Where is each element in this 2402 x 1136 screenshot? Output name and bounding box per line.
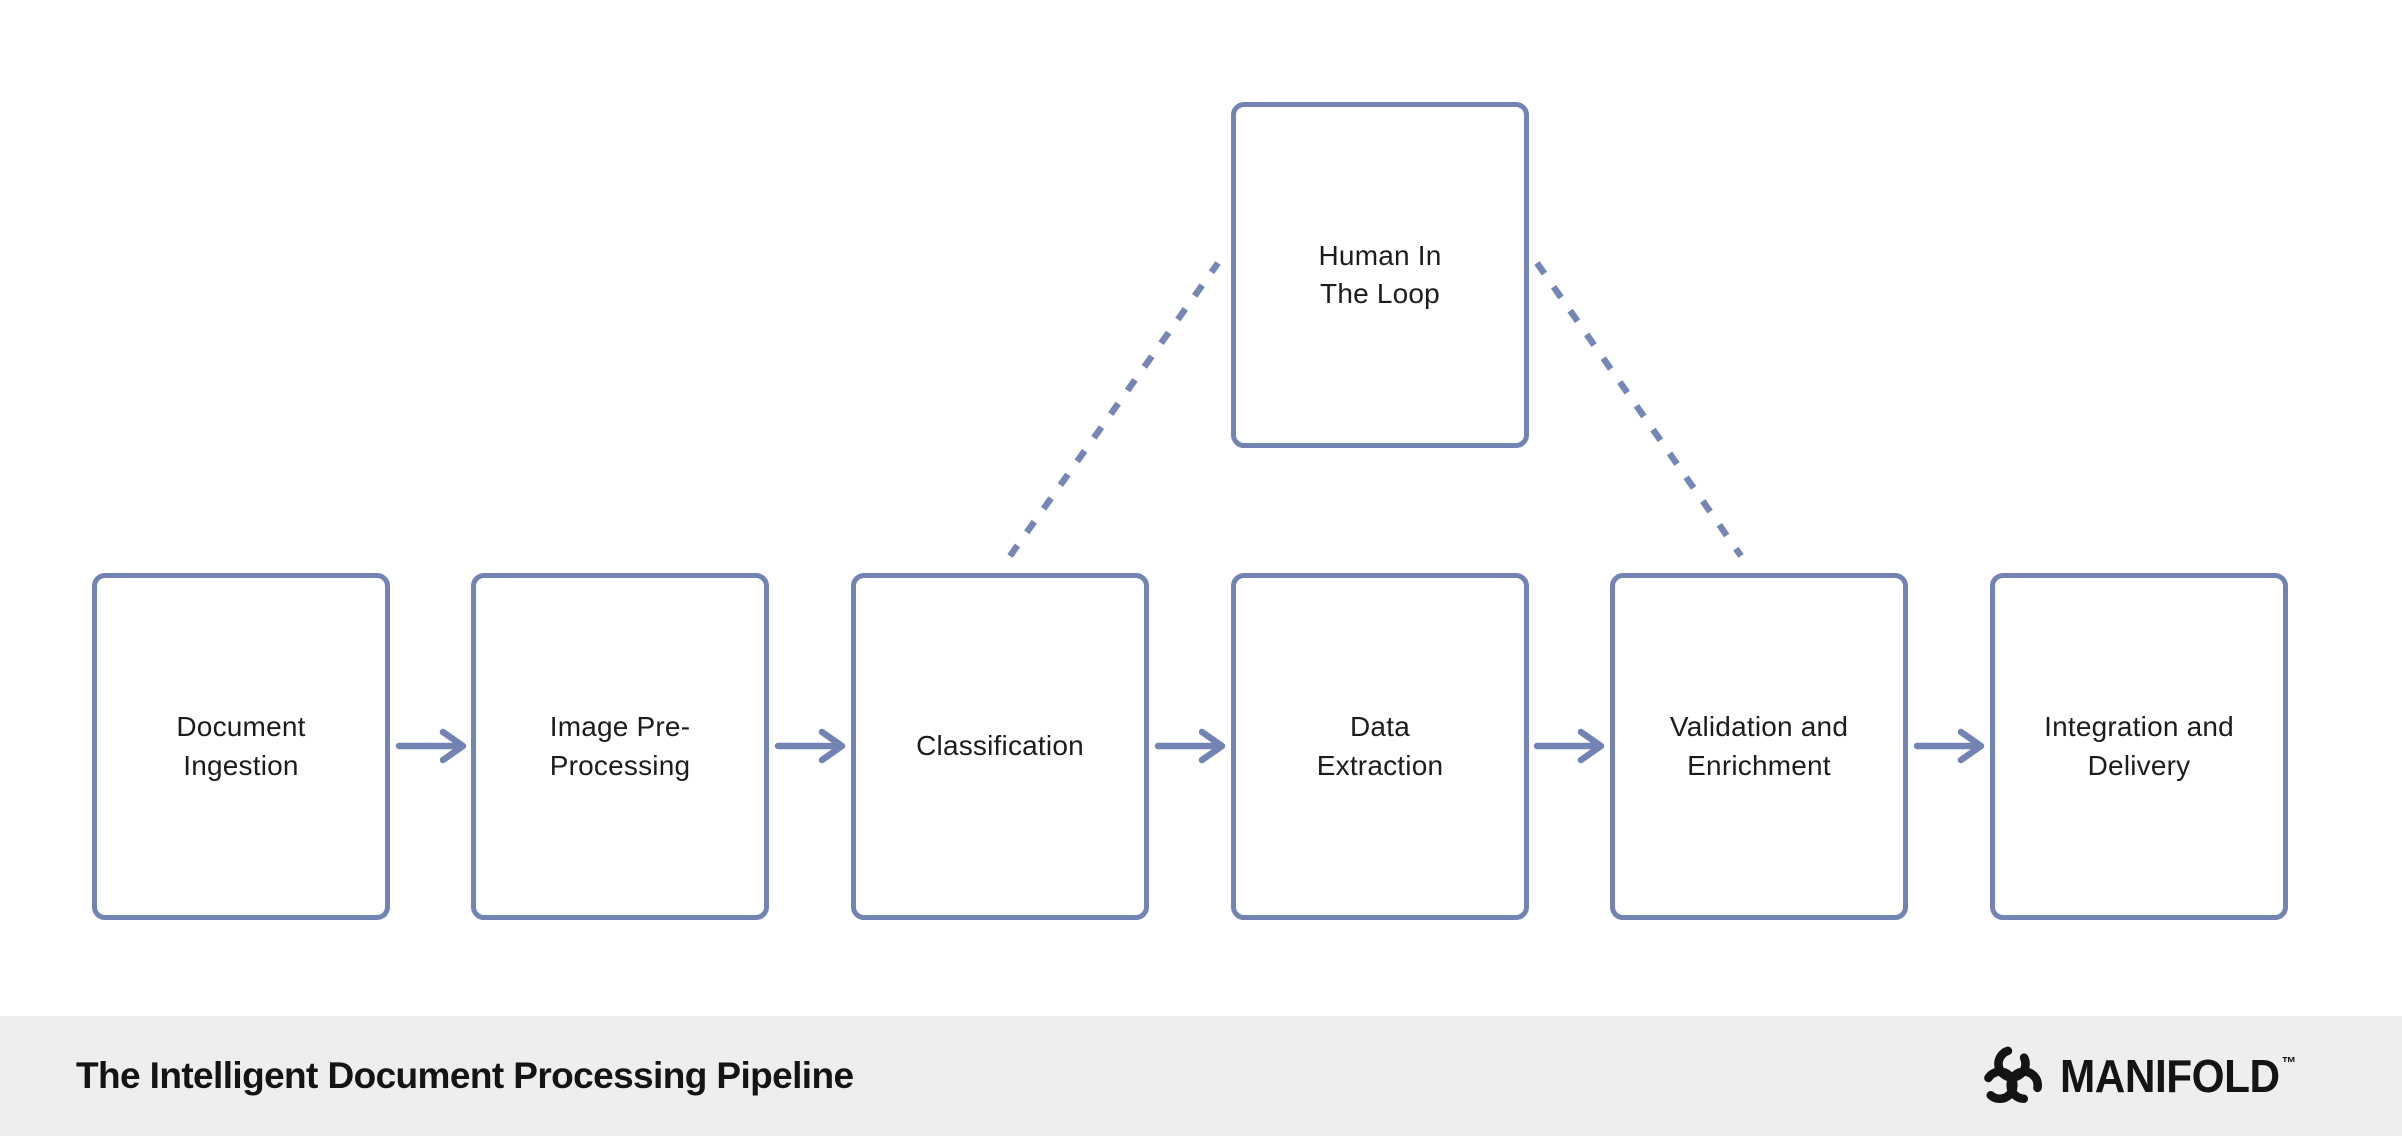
flow-arrow-3: [1154, 728, 1226, 764]
node-integration-and-delivery: Integration and Delivery: [1990, 573, 2288, 920]
flow-arrow-5: [1913, 728, 1985, 764]
node-data-extraction: Data Extraction: [1231, 573, 1529, 920]
flow-arrow-2: [774, 728, 846, 764]
arrow-head: [818, 728, 846, 764]
node-label: Image Pre- Processing: [549, 711, 691, 781]
arrow-head: [1957, 728, 1985, 764]
trademark-symbol: ™: [2281, 1055, 2296, 1072]
dashed-connector-left: [1007, 261, 1221, 558]
dashed-connector-right: [1534, 261, 1744, 558]
manifold-knot-icon: [1981, 1045, 2042, 1104]
node-label: Human In The Loop: [1318, 239, 1442, 309]
node-classification: Classification: [851, 573, 1149, 920]
arrow-head: [1198, 728, 1226, 764]
node-human-in-the-loop: Human In The Loop: [1231, 102, 1529, 448]
node-label: Integration and Delivery: [2044, 711, 2234, 781]
arrow-head: [1577, 728, 1605, 764]
node-image-pre-processing: Image Pre- Processing: [471, 573, 769, 920]
node-document-ingestion: Document Ingestion: [92, 573, 390, 920]
flow-arrow-1: [395, 728, 467, 764]
node-label: Data Extraction: [1316, 711, 1444, 781]
brand-text: MANIFOLD: [2059, 1050, 2280, 1102]
node-label: Validation and Enrichment: [1669, 711, 1849, 781]
node-validation-and-enrichment: Validation and Enrichment: [1610, 573, 1908, 920]
diagram-title: The Intelligent Document Processing Pipe…: [76, 1055, 854, 1096]
footer-bar: The Intelligent Document Processing Pipe…: [0, 1016, 2402, 1136]
arrow-head: [439, 728, 467, 764]
node-label: Document Ingestion: [176, 711, 306, 781]
node-label: Classification: [916, 730, 1084, 762]
flow-arrow-4: [1533, 728, 1605, 764]
